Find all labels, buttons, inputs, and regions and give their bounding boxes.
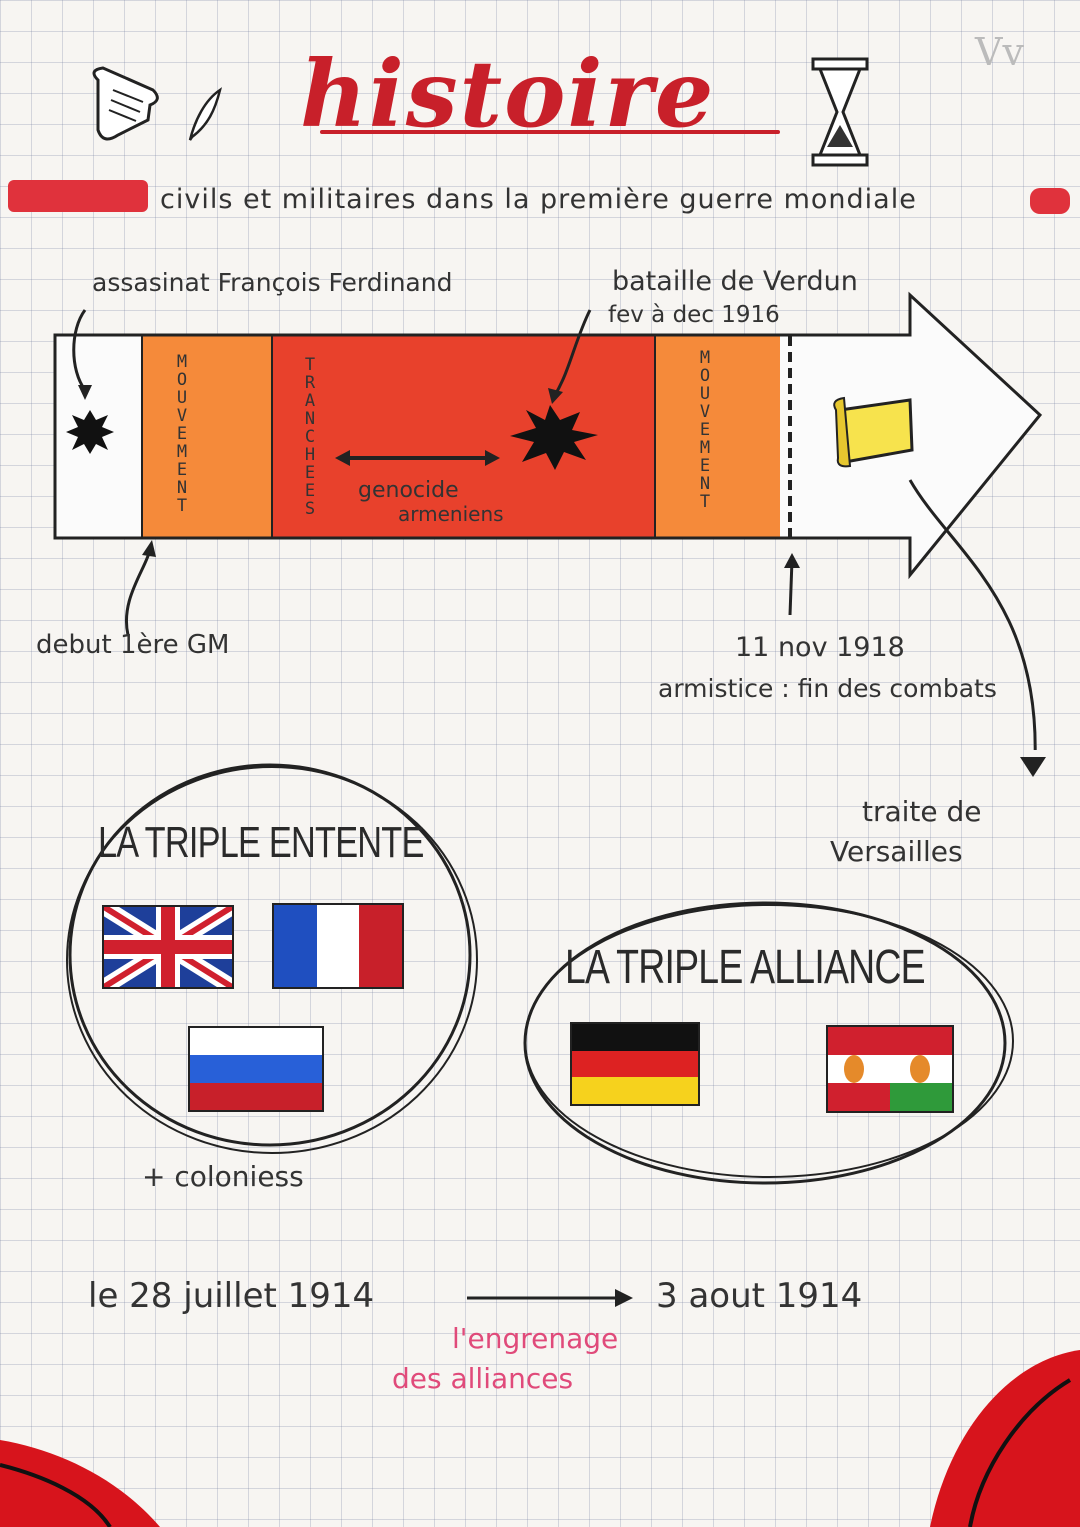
footer-caption-1: l'engrenage <box>452 1322 619 1355</box>
scroll-icon <box>92 66 159 141</box>
footer-caption-2: des alliances <box>392 1362 574 1395</box>
feather-icon <box>188 87 222 141</box>
subtitle-highlight-left <box>8 180 148 212</box>
flag-russia-icon <box>188 1026 324 1112</box>
flag-austria-hungary-icon <box>826 1025 954 1113</box>
timeline-arrow <box>53 291 1043 750</box>
flag-uk-icon <box>102 905 234 989</box>
note-traite-1: traite de <box>862 795 982 828</box>
corner-blob-bottom-left <box>0 1440 160 1527</box>
note-traite-2: Versailles <box>830 835 963 868</box>
segment-mouvement-1: MOUVEMENT <box>172 352 192 514</box>
subtitle-highlight-right <box>1030 188 1070 214</box>
note-armistice: armistice : fin des combats <box>658 674 997 703</box>
arrow-right-icon <box>467 1289 633 1307</box>
arrow-down-icon <box>1020 757 1046 777</box>
segment-tranchees: TRANCHEES <box>300 355 320 517</box>
footer-start-date: le 28 juillet 1914 <box>88 1276 375 1316</box>
note-armistice-date: 11 nov 1918 <box>735 632 905 663</box>
footer-end-date: 3 aout 1914 <box>656 1276 863 1316</box>
alliance-title: LA TRIPLE ALLIANCE <box>565 941 926 994</box>
genocide-label-1: genocide <box>358 478 459 503</box>
note-assassinat: assasinat François Ferdinand <box>92 268 453 297</box>
entente-colonies: + coloniess <box>142 1160 304 1193</box>
alliance-circle <box>523 901 1014 1185</box>
hourglass-icon <box>811 57 869 167</box>
segment-mouvement-2: MOUVEMENT <box>695 348 715 510</box>
note-verdun-dates: fev à dec 1916 <box>608 302 780 328</box>
note-debut-guerre: debut 1ère GM <box>36 630 230 660</box>
check-mark: Vv <box>975 30 1024 74</box>
subtitle: civils et militaires dans la première gu… <box>160 184 917 215</box>
entente-circle <box>66 763 478 1154</box>
corner-blob-bottom-right <box>930 1350 1080 1527</box>
flag-germany-icon <box>570 1022 700 1106</box>
entente-title: LA TRIPLE ENTENTE <box>98 818 424 867</box>
title-underline <box>320 130 780 134</box>
note-verdun: bataille de Verdun <box>612 266 858 297</box>
flag-france-icon <box>272 903 404 989</box>
genocide-label-2: armeniens <box>398 502 504 526</box>
